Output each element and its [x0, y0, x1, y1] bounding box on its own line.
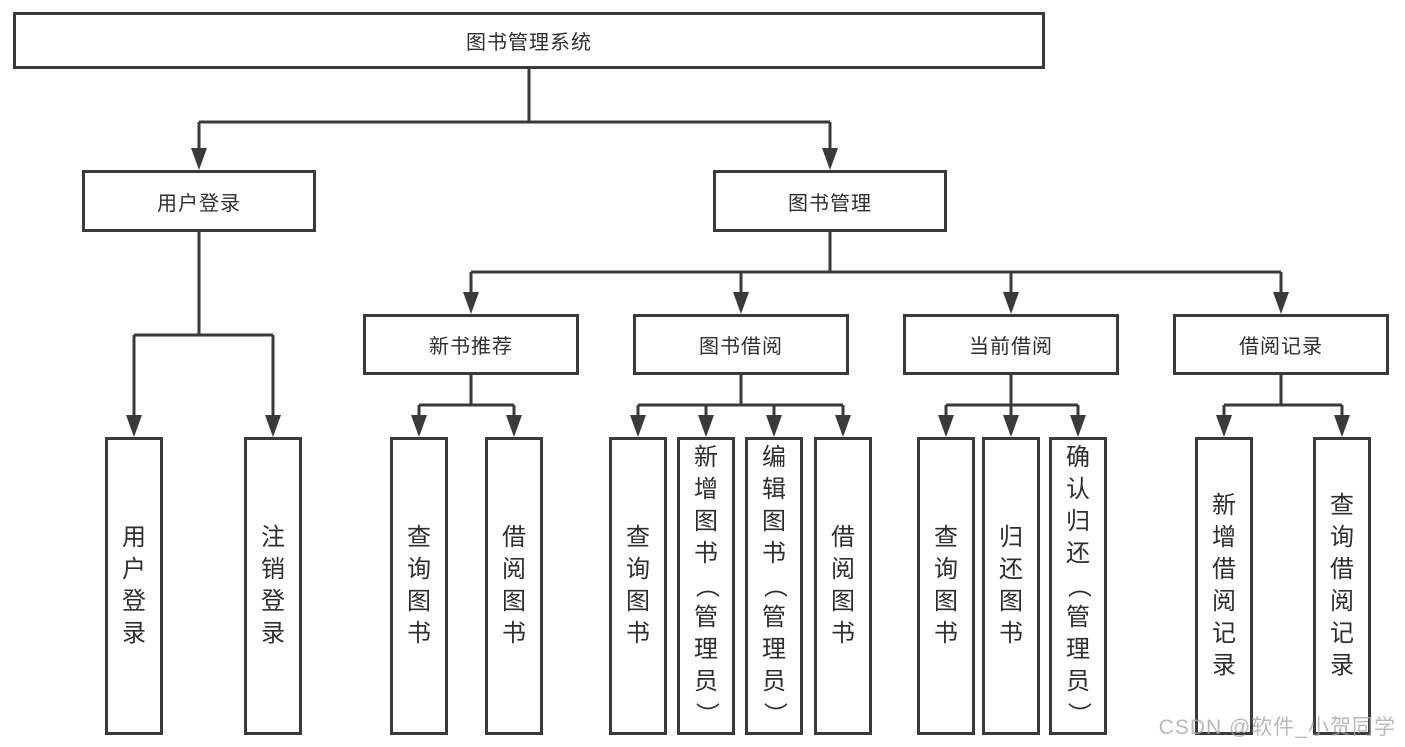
- leaf-node-br-query-record-label: 查询借阅记录: [1330, 492, 1354, 679]
- leaf-node-nbr-borrow-books-label: 借阅图书: [502, 524, 526, 647]
- leaf-node-bb-add-books-admin: 新增图书（管理员）: [677, 437, 735, 735]
- node-borrow-records-label: 借阅记录: [1239, 336, 1323, 358]
- node-borrow-records: 借阅记录: [1173, 314, 1389, 375]
- connector-current-borrow-to-leaves: [938, 375, 1086, 437]
- node-root-label: 图书管理系统: [466, 32, 592, 54]
- connector-book-borrow-to-leaves: [630, 375, 851, 437]
- connector-user-login-to-leaves: [126, 232, 281, 437]
- node-current-borrow: 当前借阅: [903, 314, 1119, 375]
- leaf-node-user-login-label: 用户登录: [122, 524, 146, 647]
- node-book-management-label: 图书管理: [788, 192, 872, 215]
- node-book-management: 图书管理: [713, 170, 947, 232]
- leaf-node-logout: 注销登录: [244, 437, 302, 735]
- leaf-node-br-add-record-label: 新增借阅记录: [1212, 492, 1236, 679]
- node-current-borrow-label: 当前借阅: [969, 336, 1053, 358]
- leaf-node-user-login: 用户登录: [105, 437, 163, 735]
- connector-book-management-to-level3: [463, 232, 1289, 314]
- leaf-node-bb-edit-books-admin: 编辑图书（管理员）: [745, 437, 803, 735]
- leaf-node-cb-return-books-label: 归还图书: [999, 524, 1023, 647]
- node-new-book-recommend-label: 新书推荐: [429, 336, 513, 358]
- leaf-node-cb-confirm-return-admin: 确认归还（管理员）: [1049, 437, 1107, 735]
- node-user-login: 用户登录: [82, 170, 316, 232]
- leaf-node-bb-borrow-books: 借阅图书: [814, 437, 872, 735]
- leaf-node-cb-return-books: 归还图书: [982, 437, 1040, 735]
- leaf-node-bb-add-books-admin-label: 新增图书（管理员）: [693, 444, 720, 727]
- node-book-borrow: 图书借阅: [633, 314, 849, 375]
- connector-root-to-level2: [191, 69, 838, 170]
- leaf-node-nbr-query-books-label: 查询图书: [407, 524, 431, 647]
- leaf-node-cb-query-books-label: 查询图书: [934, 524, 958, 647]
- node-book-borrow-label: 图书借阅: [699, 336, 783, 358]
- leaf-node-br-query-record: 查询借阅记录: [1313, 437, 1371, 735]
- node-user-login-label: 用户登录: [157, 192, 241, 215]
- leaf-node-bb-query-books-label: 查询图书: [626, 524, 650, 647]
- leaf-node-nbr-borrow-books: 借阅图书: [485, 437, 543, 735]
- leaf-node-bb-edit-books-admin-label: 编辑图书（管理员）: [761, 444, 788, 727]
- node-root-library-system: 图书管理系统: [13, 12, 1045, 69]
- connector-borrow-records-to-leaves: [1216, 375, 1350, 437]
- connector-new-book-recommend-to-leaves: [411, 375, 522, 437]
- leaf-node-logout-label: 注销登录: [261, 524, 285, 647]
- leaf-node-bb-borrow-books-label: 借阅图书: [831, 524, 855, 647]
- leaf-node-bb-query-books: 查询图书: [609, 437, 667, 735]
- leaf-node-br-add-record: 新增借阅记录: [1195, 437, 1253, 735]
- leaf-node-nbr-query-books: 查询图书: [390, 437, 448, 735]
- node-new-book-recommend: 新书推荐: [363, 314, 579, 375]
- csdn-watermark: CSDN @软件_小贺同学: [1158, 716, 1396, 739]
- leaf-node-cb-query-books: 查询图书: [917, 437, 975, 735]
- leaf-node-cb-confirm-return-admin-label: 确认归还（管理员）: [1065, 444, 1092, 727]
